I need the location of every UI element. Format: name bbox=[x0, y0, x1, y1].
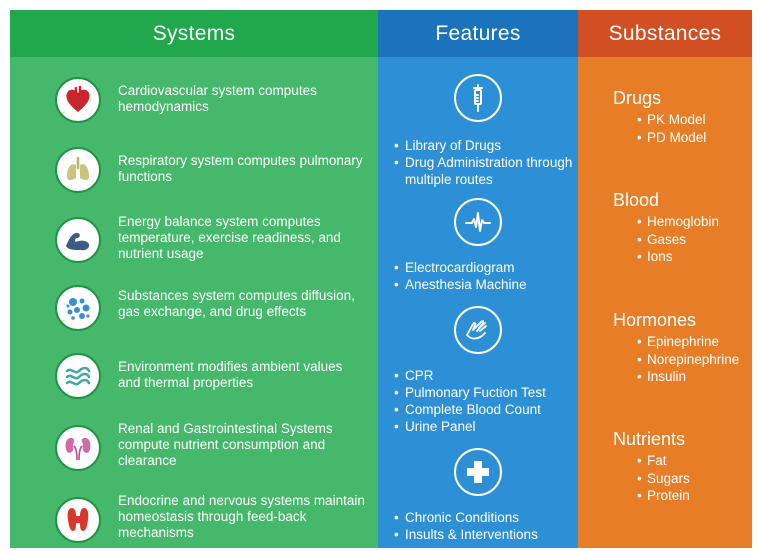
substance-item: Norepinephrine bbox=[637, 351, 752, 369]
features-list: Library of Drugs Drug Administration thr… bbox=[394, 137, 574, 188]
feature-item: Pulmonary Fuction Test bbox=[394, 384, 574, 401]
features-header: Features bbox=[378, 10, 578, 57]
substance-list: PK Model PD Model bbox=[613, 111, 752, 146]
thyroid-icon bbox=[55, 497, 101, 543]
system-item-energy-balance: Energy balance system computes temperatu… bbox=[10, 211, 378, 271]
lungs-icon bbox=[55, 147, 101, 193]
system-item-text: Endocrine and nervous systems maintain h… bbox=[118, 493, 365, 540]
feature-item: Electrocardiogram bbox=[394, 259, 574, 276]
substance-list: Fat Sugars Protein bbox=[613, 452, 752, 505]
system-item-renal-gastrointestinal: Renal and Gastrointestinal Systems compu… bbox=[10, 421, 378, 481]
hands-cpr-icon bbox=[454, 306, 502, 354]
system-item-substances: Substances system computes diffusion, ga… bbox=[10, 281, 378, 341]
substance-list: Epinephrine Norepinephrine Insulin bbox=[613, 333, 752, 386]
medical-cross-icon bbox=[454, 448, 502, 496]
substances-body: Drugs PK Model PD Model Blood Hemoglobin… bbox=[578, 57, 752, 548]
kidneys-icon bbox=[55, 425, 101, 471]
substance-item: Ions bbox=[637, 248, 752, 266]
substance-group-blood: Blood Hemoglobin Gases Ions bbox=[613, 189, 752, 266]
features-list: Chronic Conditions Insults & Interventio… bbox=[394, 509, 574, 543]
systems-body: Cardiovascular system computes hemodynam… bbox=[10, 57, 378, 548]
substance-item: Insulin bbox=[637, 368, 752, 386]
substance-list: Hemoglobin Gases Ions bbox=[613, 213, 752, 266]
substance-group-drugs: Drugs PK Model PD Model bbox=[613, 87, 752, 146]
feature-item: Complete Blood Count bbox=[394, 401, 574, 418]
substance-group-nutrients: Nutrients Fat Sugars Protein bbox=[613, 428, 752, 505]
heart-icon bbox=[55, 77, 101, 123]
substance-item: Epinephrine bbox=[637, 333, 752, 351]
systems-column: Systems Cardiovascular system computes h… bbox=[10, 10, 378, 548]
system-item-text: Cardiovascular system computes hemodynam… bbox=[118, 83, 317, 114]
system-item-cardiovascular: Cardiovascular system computes hemodynam… bbox=[10, 73, 378, 133]
syringe-icon bbox=[454, 74, 502, 122]
systems-header: Systems bbox=[10, 10, 378, 57]
substance-item: Fat bbox=[637, 452, 752, 470]
features-list: Electrocardiogram Anesthesia Machine bbox=[394, 259, 574, 293]
substance-item: Hemoglobin bbox=[637, 213, 752, 231]
ecg-waveform-icon bbox=[454, 198, 502, 246]
substance-group-title: Nutrients bbox=[613, 429, 686, 449]
system-item-text: Energy balance system computes temperatu… bbox=[118, 214, 341, 261]
system-item-text: Substances system computes diffusion, ga… bbox=[118, 288, 355, 319]
substance-item: Protein bbox=[637, 487, 752, 505]
system-item-environment: Environment modifies ambient values and … bbox=[10, 349, 378, 409]
feature-item: CPR bbox=[394, 367, 574, 384]
feature-item: Urine Panel bbox=[394, 418, 574, 435]
features-body: Library of Drugs Drug Administration thr… bbox=[378, 57, 578, 548]
substance-group-title: Hormones bbox=[613, 310, 697, 330]
substance-group-hormones: Hormones Epinephrine Norepinephrine Insu… bbox=[613, 309, 752, 386]
substance-group-title: Blood bbox=[613, 190, 660, 210]
molecules-icon bbox=[55, 285, 101, 331]
feature-item: Anesthesia Machine bbox=[394, 276, 574, 293]
features-column: Features Library of Drugs Drug Administr… bbox=[378, 10, 578, 548]
system-item-text: Environment modifies ambient values and … bbox=[118, 359, 343, 390]
system-item-respiratory: Respiratory system computes pulmonary fu… bbox=[10, 143, 378, 203]
waves-icon bbox=[55, 353, 101, 399]
system-item-endocrine-nervous: Endocrine and nervous systems maintain h… bbox=[10, 491, 378, 551]
feature-item: Chronic Conditions bbox=[394, 509, 574, 526]
feature-item: Insults & Interventions bbox=[394, 526, 574, 543]
substance-item: PK Model bbox=[637, 111, 752, 129]
substances-column: Substances Drugs PK Model PD Model Blood… bbox=[578, 10, 752, 548]
substance-group-title: Drugs bbox=[613, 88, 662, 108]
features-list: CPR Pulmonary Fuction Test Complete Bloo… bbox=[394, 367, 574, 435]
substance-item: Sugars bbox=[637, 470, 752, 488]
substance-item: Gases bbox=[637, 231, 752, 249]
system-item-text: Respiratory system computes pulmonary fu… bbox=[118, 153, 363, 184]
feature-item: Drug Administration through multiple rou… bbox=[394, 154, 574, 188]
system-item-text: Renal and Gastrointestinal Systems compu… bbox=[118, 421, 333, 468]
feature-item: Library of Drugs bbox=[394, 137, 574, 154]
substance-item: PD Model bbox=[637, 129, 752, 147]
muscle-arm-icon bbox=[55, 217, 101, 263]
substances-header: Substances bbox=[578, 10, 752, 57]
